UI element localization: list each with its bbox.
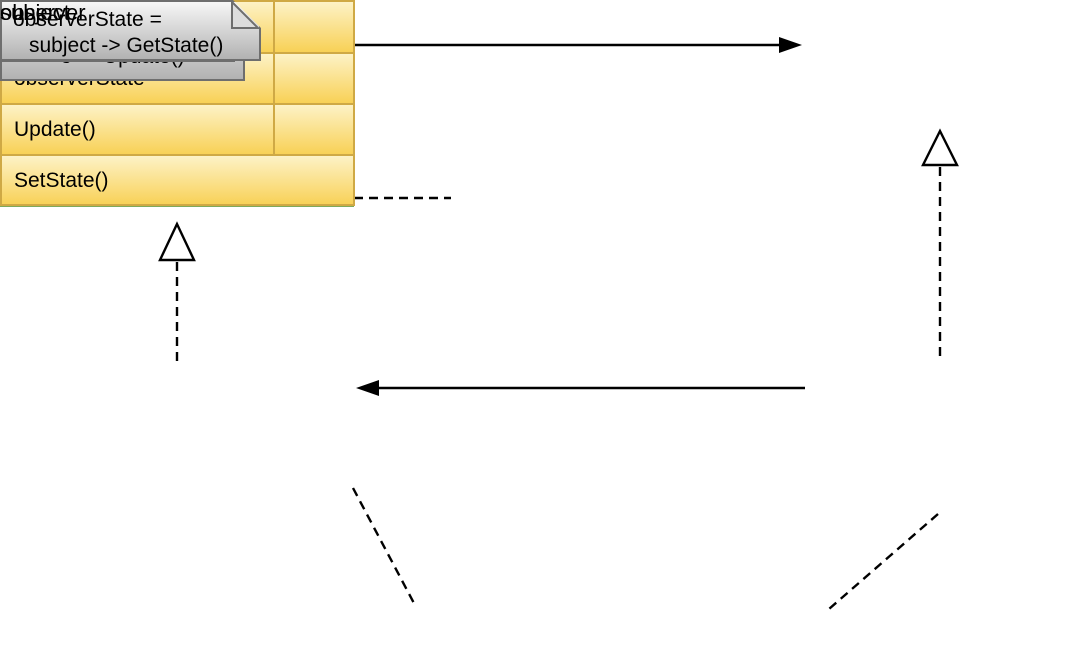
association-observer-arrow bbox=[352, 37, 802, 53]
class-concrete-subject-method-setstate: SetState() bbox=[2, 154, 353, 204]
class-concrete-observer-method-update: Update() bbox=[2, 103, 273, 154]
note-fold-icon bbox=[231, 1, 260, 30]
note-update-line1: observerState = bbox=[13, 8, 162, 31]
edge-label-subject: subject bbox=[0, 0, 70, 25]
edge-label-observer: observer bbox=[0, 0, 86, 25]
note-update-line2: subject -> GetState() bbox=[29, 34, 224, 57]
association-subject-arrow bbox=[356, 380, 805, 396]
note-observerstate-assignment: observerState = subject -> GetState() bbox=[0, 0, 261, 61]
generalization-observer bbox=[921, 128, 959, 361]
generalization-subject bbox=[158, 221, 196, 362]
note-link-update bbox=[828, 513, 939, 610]
note-link-getstate bbox=[351, 487, 418, 608]
